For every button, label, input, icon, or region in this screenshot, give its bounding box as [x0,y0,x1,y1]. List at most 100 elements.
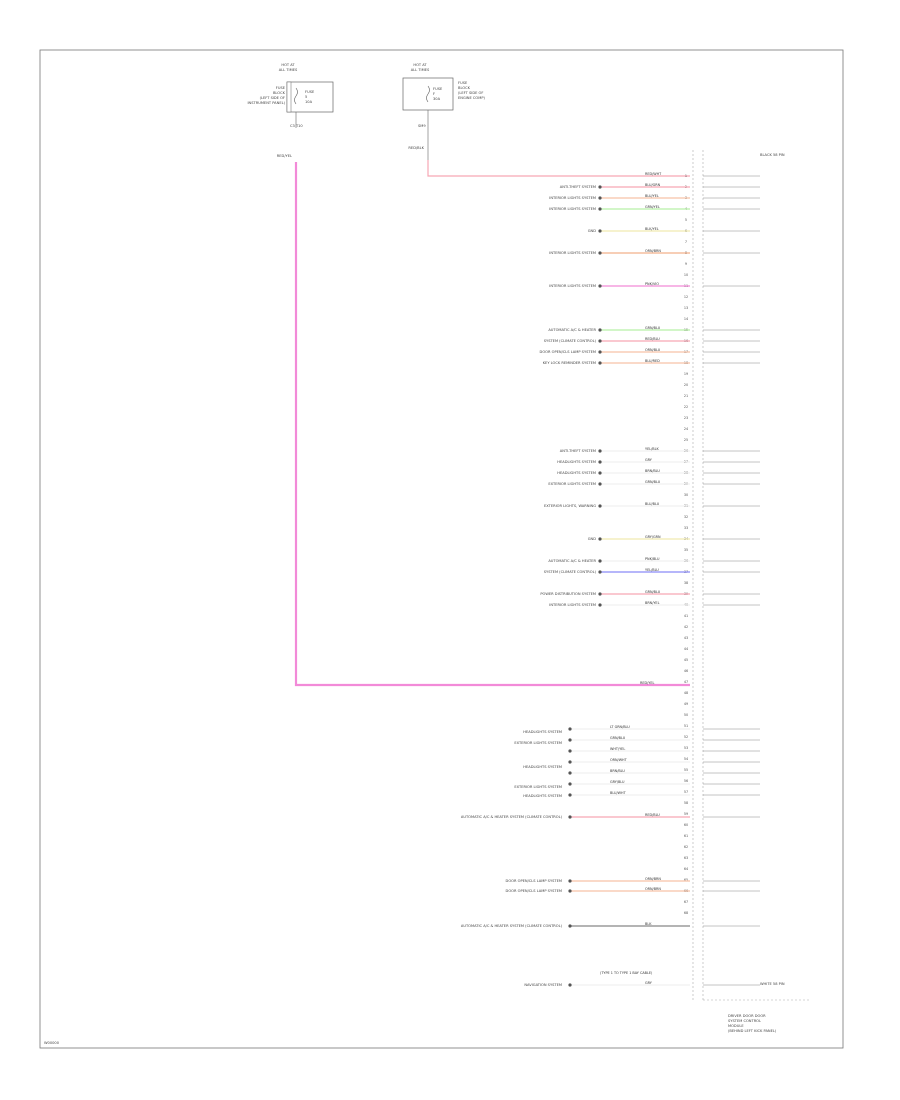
pin-number: 49 [684,702,688,706]
pin-number: 21 [684,394,688,398]
pin-number: 45 [684,658,688,662]
wire-terminal [568,738,572,742]
fuse2-side-1: FUSE [458,81,468,85]
pin-number: 53 [684,746,688,750]
wire-terminal [568,924,572,928]
wire-color-label: GRY [645,458,653,462]
pin-number: 52 [684,735,688,739]
bottom-connector-label: WHITE 58 PIN [760,982,785,986]
pin-number: 58 [684,801,688,805]
pin-number: 19 [684,372,688,376]
wire-color-label: PNK/BLU [645,557,660,561]
fuse2-side-4: ENGINE COMP) [458,96,486,100]
wire-color-label: ORN/BRN [645,877,661,881]
wire-terminal [568,879,572,883]
fuse2-hot-line1: HOT AT [413,63,427,67]
wire-terminal [598,603,602,607]
wire-terminal [598,482,602,486]
pin-number: 1 [685,174,687,178]
fuse1-connector: C3 T10 [290,124,303,128]
pin-number: 35 [684,548,688,552]
wire-destination: SYSTEM (CLIMATE CONTROL) [544,339,597,343]
wire-destination: DOOR OPEN/CLS LAMP SYSTEM [540,350,596,354]
module-caption-3: MODULE [728,1024,744,1028]
wire-color-label: YEL/BLU [645,568,659,572]
wire-destination: HEADLIGHTS SYSTEM [523,794,562,798]
wire-color-label: GRN/BLU [645,480,661,484]
pin-number: 9 [685,262,687,266]
wire-terminal [568,983,572,987]
wire-color-label: BRN/BLU [645,469,660,473]
wire-destination: INTERIOR LIGHTS SYSTEM [549,603,596,607]
pin-number: 57 [684,790,688,794]
wire-color-label: ORN/WHT [610,758,628,762]
wire-destination: AUTOMATIC A/C & HEATER SYSTEM (CLIMATE C… [461,924,563,928]
pin-number: 65 [684,878,688,882]
fuse2-hot-line2: ALL TIMES [411,68,430,72]
pin-number: 12 [684,295,688,299]
wire-terminal [568,760,572,764]
fuse2-connector: SM9 [418,124,426,128]
pin-number: 59 [684,812,688,816]
wire-terminal [568,771,572,775]
wire-terminal [598,449,602,453]
pin-number: 44 [684,647,688,651]
pin-number: 24 [684,427,688,431]
pin-number: 60 [684,823,688,827]
wire-color-label: BLU/YEL [645,194,659,198]
wire-terminal [598,207,602,211]
wire-color-label: GRN/BLU [645,326,661,330]
wire-color-label: RED/BLU [645,337,660,341]
pin-number: 20 [684,383,688,387]
wire-destination: SYSTEM (CLIMATE CONTROL) [544,570,597,574]
fuse1-hot-line2: ALL TIMES [279,68,298,72]
wire-color-label: GRN/BLU [645,590,661,594]
pin-number: 43 [684,636,688,640]
wire-color-label: BLK [645,922,652,926]
pin-number: 14 [684,317,688,321]
diagram-border [39,49,844,1049]
pin-number: 32 [684,515,688,519]
pin-number: 61 [684,834,688,838]
wire-destination: KEY LOCK REMINDER SYSTEM [543,361,596,365]
wire-terminal [598,229,602,233]
wire-destination: INTERIOR LIGHTS SYSTEM [549,284,596,288]
wire-destination: HEADLIGHTS SYSTEM [523,730,562,734]
pin-number: 33 [684,526,688,530]
pin-number: 22 [684,405,688,409]
wire-terminal [598,460,602,464]
wire-color-label: RED/BLU [645,813,660,817]
wire-destination: GND [588,537,596,541]
wire-color-label: BLU/WHT [610,791,627,795]
module-caption-2: SYSTEM CONTROL [728,1019,761,1023]
pin-number: 68 [684,911,688,915]
fuse1-wire-label: RED/YEL [277,154,292,158]
wire-destination: AUTOMATIC A/C & HEATER [548,559,596,563]
wire-color-label: BLK/YEL [645,227,659,231]
pin-number: 7 [685,240,687,244]
wire-terminal [598,471,602,475]
wire-color-label: BRN/BLU [610,769,625,773]
fuse1-fuse-1: FUSE [305,90,315,94]
wire-destination: GND [588,229,596,233]
wire-color-label: ORN/BRN [645,249,661,253]
pin-number: 23 [684,416,688,420]
pin-number: 38 [684,581,688,585]
wire-terminal [598,350,602,354]
pin-number: 42 [684,625,688,629]
wire-terminal [598,339,602,343]
fuse2-side-3: (LEFT SIDE OF [458,91,483,95]
pin-number: 54 [684,757,688,761]
wire-destination: ANTI-THEFT SYSTEM [560,185,596,189]
wire-destination: EXTERIOR LIGHTS SYSTEM [514,785,562,789]
fuse1-side-2: BLOCK [273,91,286,95]
wire-terminal [598,196,602,200]
pin-number: 46 [684,669,688,673]
wire-terminal [568,727,572,731]
wire-terminal [598,559,602,563]
wire-terminal [598,328,602,332]
wire-terminal [598,570,602,574]
pin-number: 55 [684,768,688,772]
wire-destination: HEADLIGHTS SYSTEM [557,471,596,475]
